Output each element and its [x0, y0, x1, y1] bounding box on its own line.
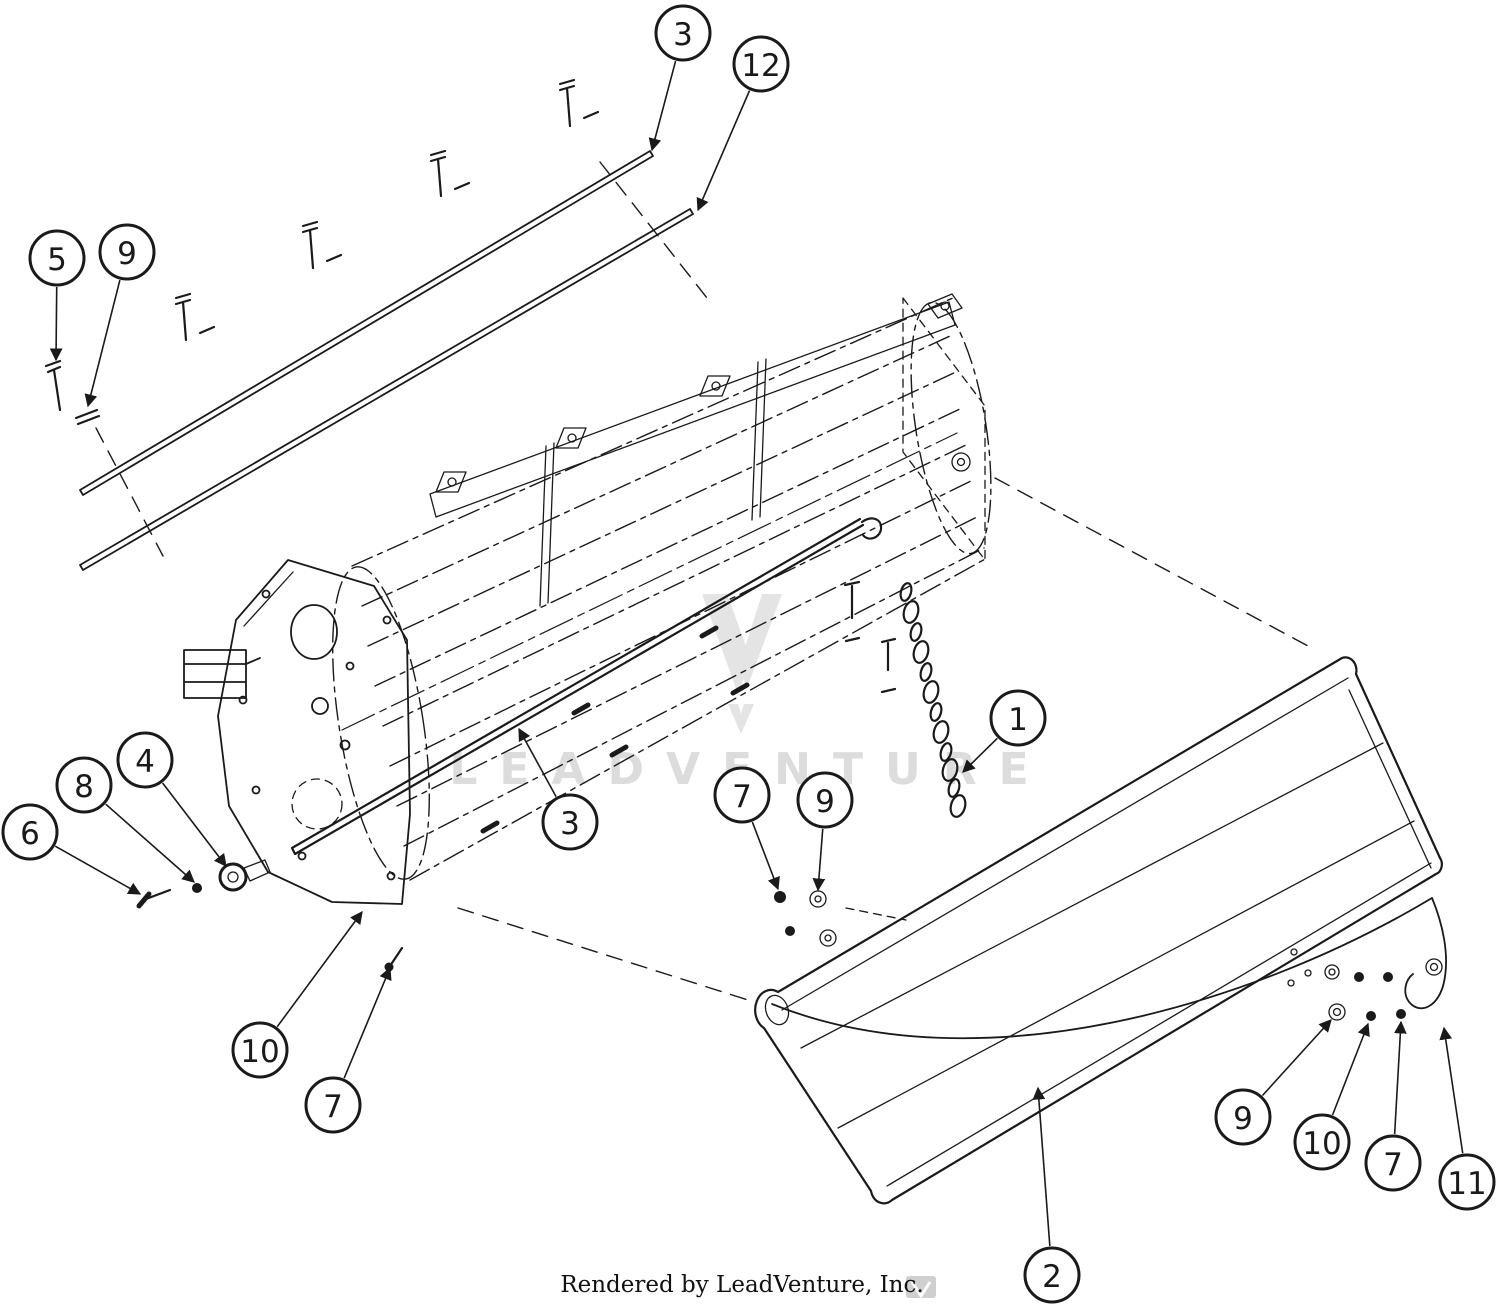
callout-balloon-3: 3	[654, 4, 712, 62]
callout-balloon-11: 11	[1438, 1153, 1496, 1211]
svg-text:9: 9	[1233, 1101, 1253, 1137]
svg-text:7: 7	[323, 1089, 343, 1125]
callout-leader-9	[1261, 1019, 1332, 1097]
shield-rod-hook	[771, 897, 1447, 1040]
callout-leader-2	[1032, 1086, 1051, 1247]
callout-leader-10	[1331, 1022, 1370, 1116]
callout-leader-9	[812, 828, 826, 892]
callout-balloon-6: 6	[1, 803, 59, 861]
svg-text:10: 10	[240, 1034, 279, 1070]
callout-leader-8	[105, 803, 195, 883]
spacer-blocks	[480, 625, 750, 834]
svg-text:11: 11	[1447, 1166, 1486, 1202]
middle-fasteners	[774, 890, 907, 947]
callout-balloon-12: 12	[732, 35, 790, 93]
rail-mounting-screws	[44, 78, 600, 426]
callout-balloon-5: 5	[28, 229, 86, 287]
callout-leader-4	[161, 782, 227, 868]
callout-leader-5	[49, 286, 63, 362]
callout-leader-7	[751, 821, 780, 891]
callout-balloon-9: 9	[1214, 1088, 1272, 1146]
chain-area-screws	[843, 580, 897, 694]
svg-text:2: 2	[1042, 1259, 1062, 1295]
svg-text:8: 8	[74, 769, 94, 805]
svg-text:9: 9	[815, 784, 835, 820]
top-slat-rails	[79, 150, 694, 571]
callout-leader-3	[518, 727, 557, 797]
left-hardware	[136, 859, 404, 972]
callout-leader-1	[962, 737, 998, 773]
footer-credit: Rendered by LeadVenture, Inc.	[560, 1272, 924, 1298]
callout-layer: 3 12 5 9 8 4 6 10 7 3 7 9 1 9 10 7 11 2	[1, 4, 1496, 1304]
callout-leader-9	[84, 279, 121, 408]
callout-leader-3	[648, 60, 677, 152]
callout-balloon-10: 10	[231, 1021, 289, 1079]
svg-text:7: 7	[732, 779, 752, 815]
svg-text:6: 6	[20, 816, 40, 852]
callout-leader-6	[54, 845, 142, 895]
callout-balloon-3: 3	[541, 793, 599, 851]
left-mounting-plate	[183, 559, 411, 905]
callout-balloon-9: 9	[796, 771, 854, 829]
svg-text:3: 3	[673, 17, 693, 53]
callout-leader-11	[1439, 1026, 1464, 1154]
callout-balloon-1: 1	[989, 689, 1047, 747]
svg-text:1: 1	[1008, 702, 1028, 738]
callout-balloon-8: 8	[55, 756, 113, 814]
callout-leader-12	[696, 90, 751, 212]
deflector-shield	[754, 656, 1443, 1205]
callout-balloon-7: 7	[713, 766, 771, 824]
svg-text:10: 10	[1302, 1126, 1341, 1162]
shield-fasteners	[1324, 958, 1443, 1021]
callout-balloon-10: 10	[1293, 1113, 1351, 1171]
svg-text:9: 9	[117, 236, 137, 272]
alignment-guides	[95, 161, 1309, 1001]
callout-leader-7	[343, 966, 392, 1079]
drum-top-frame	[429, 293, 971, 607]
callout-balloon-4: 4	[116, 731, 174, 789]
callout-balloon-7: 7	[1364, 1134, 1422, 1192]
svg-text:4: 4	[135, 744, 155, 780]
callout-balloon-9: 9	[98, 223, 156, 281]
callout-leader-7	[1393, 1020, 1407, 1135]
callout-leader-10	[276, 910, 363, 1028]
callout-balloon-7: 7	[304, 1076, 362, 1134]
watermark-logo-icon	[702, 594, 936, 1299]
svg-text:3: 3	[560, 806, 580, 842]
svg-text:5: 5	[47, 242, 67, 278]
callout-balloon-2: 2	[1023, 1246, 1081, 1304]
svg-text:7: 7	[1383, 1147, 1403, 1183]
chain	[899, 582, 967, 818]
svg-text:12: 12	[741, 48, 780, 84]
scraper-rail	[290, 517, 883, 856]
